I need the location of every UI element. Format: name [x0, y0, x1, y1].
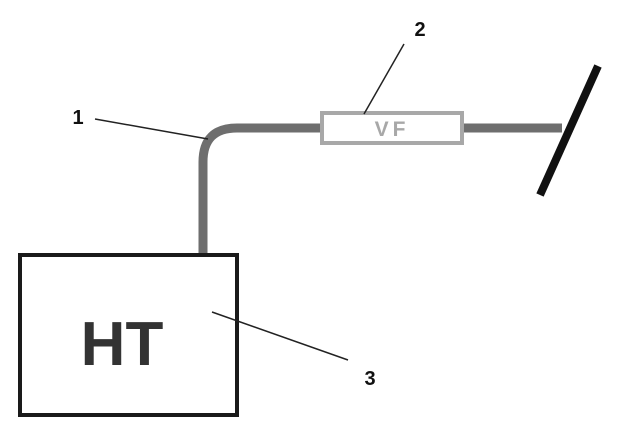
cable-tube	[198, 123, 322, 255]
leader-line-2	[363, 43, 405, 115]
callout-2-number: 2	[414, 19, 425, 41]
callout-1-number: 1	[72, 107, 83, 129]
ht-label: HT	[81, 310, 164, 379]
leader-line-1	[94, 118, 209, 140]
vf-box	[320, 111, 464, 145]
leader-line-3	[211, 311, 349, 361]
vf-label: VF	[375, 118, 410, 141]
wall-line	[536, 64, 602, 197]
ht-box	[18, 253, 239, 417]
callout-3-number: 3	[364, 368, 375, 390]
